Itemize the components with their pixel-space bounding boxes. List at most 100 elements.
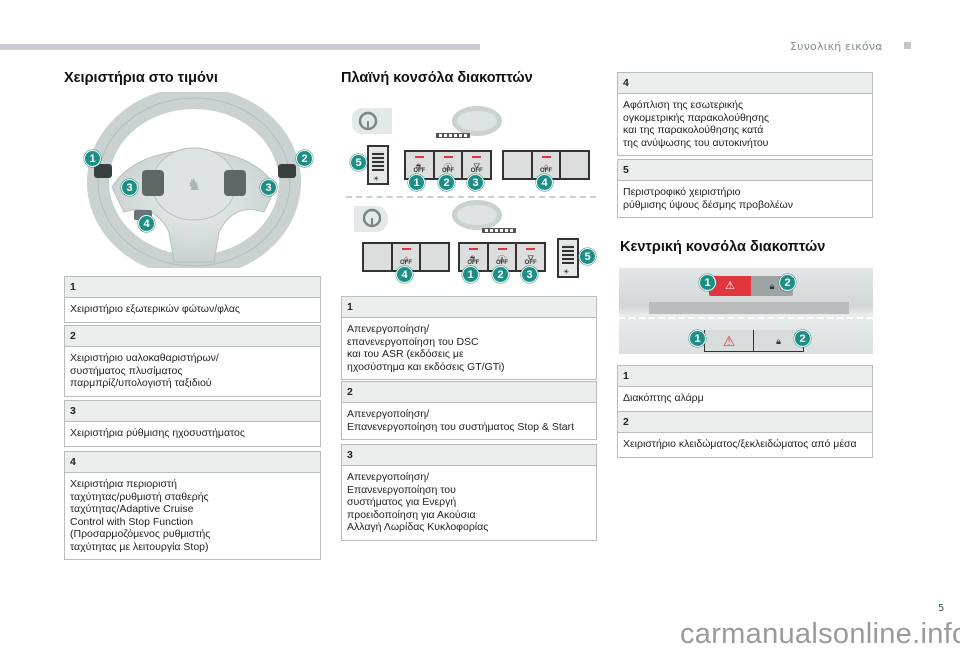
steering-item-2: 2 Χειριστήριο υαλοκαθαριστήρων/ συστήματ…: [64, 325, 321, 397]
item-text: Χειριστήρια περιοριστή ταχύτητας/ρυθμιστ…: [70, 478, 211, 553]
callout-2: 2: [296, 150, 313, 167]
steering-wheel-small: [452, 200, 502, 230]
item-text: Χειριστήριο εξωτερικών φώτων/φλας: [70, 303, 240, 315]
watermark: carmanualsonline.info: [680, 618, 960, 649]
side-console-title: Πλαϊνή κονσόλα διακοπτών: [341, 70, 533, 86]
item-number: 4: [65, 452, 320, 473]
chapter-marker: [904, 42, 911, 49]
blank-switch: [421, 244, 449, 270]
center-console-illustration: ⚠ 🔒︎ ⚠ 🔒︎ 1 2 1 2: [619, 268, 873, 354]
dsc-icon: ⛐: [415, 162, 423, 171]
headlamp-icon: ☀: [563, 269, 570, 276]
divider-dashed: [346, 196, 596, 198]
callout-1: 1: [408, 174, 425, 191]
steering-title: Χειριστήρια στο τιμόνι: [64, 70, 218, 86]
callout-1: 1: [462, 266, 479, 283]
page-number: 5: [938, 603, 945, 614]
callout-2: 2: [794, 330, 811, 347]
wheel-position-icon: [352, 108, 392, 134]
item-number: 1: [618, 366, 872, 387]
callout-2: 2: [438, 174, 455, 191]
callout-2: 2: [492, 266, 509, 283]
lock-icon: 🔒︎: [769, 281, 775, 291]
item-number: 1: [65, 277, 320, 298]
item-text: Χειριστήριο υαλοκαθαριστήρων/ συστήματος…: [70, 352, 219, 389]
steering-wheel-small: [452, 106, 502, 136]
wheel-position-icon: [354, 206, 388, 232]
blank-switch: [561, 152, 589, 178]
hazard-icon: ⚠: [722, 333, 736, 349]
callout-5: 5: [350, 154, 367, 171]
side-item-2: 2 Απενεργοποίηση/ Επανενεργοποίηση του σ…: [341, 381, 597, 440]
lane-icon: ⛛: [527, 254, 535, 263]
side-item-4: 4 Αφόπλιση της εσωτερικής ογκομετρικής π…: [617, 72, 873, 156]
alarm-switch[interactable]: ⌂OFF: [392, 244, 422, 270]
item-text: Αφόπλιση της εσωτερικής ογκομετρικής παρ…: [623, 99, 770, 149]
lane-assist-switch[interactable]: ⛛OFF: [517, 244, 545, 270]
divider-dashed: [619, 317, 873, 319]
chapter-title: Συνολική εικόνα: [790, 40, 883, 53]
item-number: 2: [618, 412, 872, 433]
item-text: Χειριστήρια ρύθμισης ηχοσυστήματος: [70, 427, 245, 439]
hazard-button-bottom[interactable]: ⚠: [704, 330, 754, 352]
item-text: Περιστροφικό χειριστήριο ρύθμισης ύψους …: [623, 186, 794, 211]
callout-5: 5: [579, 248, 596, 265]
callout-4: 4: [396, 266, 413, 283]
side-item-1: 1 Απενεργοποίηση/ επανενεργοποίηση του D…: [341, 296, 597, 380]
item-text: Απενεργοποίηση/ Επανενεργοποίηση του συσ…: [347, 408, 575, 433]
side-item-3: 3 Απενεργοποίηση/ Επανενεργοποίηση του σ…: [341, 444, 597, 541]
center-console-title: Κεντρική κονσόλα διακοπτών: [620, 239, 826, 255]
lock-icon: 🔒︎: [776, 336, 781, 346]
lane-assist-switch[interactable]: ⛛OFF: [463, 152, 491, 178]
callout-3-left: 3: [121, 179, 138, 196]
callout-1: 1: [84, 150, 101, 167]
item-number: 2: [65, 326, 320, 347]
headlamp-dial[interactable]: ☀: [557, 238, 579, 278]
alarm-switch[interactable]: ⌂OFF: [532, 152, 562, 178]
stop-start-icon: Ⓐ: [498, 255, 506, 264]
item-number: 3: [65, 401, 320, 422]
item-number: 5: [618, 160, 872, 181]
alarm-icon: ⌂: [403, 254, 409, 263]
display-slot: [649, 302, 849, 314]
dsc-icon: ⛐: [469, 254, 477, 263]
center-item-2: 2 Χειριστήριο κλειδώματος/ξεκλειδώματος …: [617, 411, 873, 458]
dsc-switch[interactable]: ⛐OFF: [460, 244, 489, 270]
center-item-1: 1 Διακόπτης αλάρμ: [617, 365, 873, 412]
callout-3: 3: [521, 266, 538, 283]
steering-wheel-icon: [362, 208, 382, 228]
item-text: Διακόπτης αλάρμ: [623, 392, 704, 404]
callout-1: 1: [699, 274, 716, 291]
callout-4: 4: [138, 215, 155, 232]
item-number: 4: [618, 73, 872, 94]
steering-wheel-illustration: ♞ 1 2 3 3 4: [64, 87, 320, 277]
dsc-switch[interactable]: ⛐OFF: [406, 152, 435, 178]
callout-3-right: 3: [260, 179, 277, 196]
side-item-5: 5 Περιστροφικό χειριστήριο ρύθμισης ύψου…: [617, 159, 873, 218]
steering-wheel-icon: [358, 111, 378, 131]
item-number: 3: [342, 445, 596, 466]
callout-4: 4: [536, 174, 553, 191]
headlamp-icon: ☀: [373, 176, 380, 183]
item-text: Απενεργοποίηση/ Επανενεργοποίηση του συσ…: [347, 471, 489, 533]
header-bar: [0, 44, 480, 50]
hazard-icon: ⚠: [725, 280, 735, 292]
blank-switch: [364, 244, 393, 270]
steering-column-icon: [436, 133, 470, 138]
hazard-button-top[interactable]: ⚠: [709, 276, 751, 296]
item-text: Απενεργοποίηση/ επανενεργοποίηση του DSC…: [347, 323, 505, 373]
blank-switch: [504, 152, 533, 178]
callout-2: 2: [779, 274, 796, 291]
steering-column-icon: [482, 228, 516, 233]
stop-start-icon: Ⓐ: [444, 163, 452, 172]
item-number: 1: [342, 297, 596, 318]
item-number: 2: [342, 382, 596, 403]
headlamp-dial[interactable]: ☀: [367, 145, 389, 185]
steering-item-3: 3 Χειριστήρια ρύθμισης ηχοσυστήματος: [64, 400, 321, 447]
callout-1: 1: [689, 330, 706, 347]
item-text: Χειριστήριο κλειδώματος/ξεκλειδώματος απ…: [623, 438, 857, 450]
callout-3: 3: [467, 174, 484, 191]
